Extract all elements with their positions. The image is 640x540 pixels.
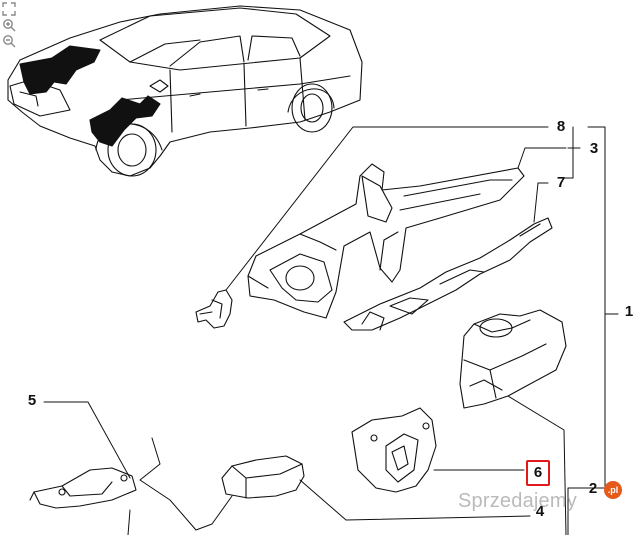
callout-3: 3	[589, 140, 599, 157]
callout-4: 4	[535, 503, 545, 520]
zoom-in-icon[interactable]	[2, 18, 16, 32]
part-4-panel	[221, 455, 305, 499]
part-8-bracket	[195, 289, 233, 329]
callout-7: 7	[556, 174, 566, 191]
part-5-bracket	[29, 467, 137, 509]
callout-2: 2	[588, 480, 598, 497]
watermark-text: Sprzedajemy	[458, 490, 577, 512]
car-illustration	[7, 5, 363, 177]
part-7-rail-member	[343, 217, 553, 331]
part-2-tower	[459, 309, 567, 409]
callout-1: 1	[624, 303, 634, 320]
callout-6-highlighted: 6	[526, 460, 550, 486]
callout-8: 8	[556, 118, 566, 135]
highlighted-car-parts	[19, 45, 161, 147]
zoom-out-icon[interactable]	[2, 34, 16, 48]
watermark-badge: .pl	[604, 481, 622, 499]
part-3-rail	[247, 163, 525, 319]
part-6-plate	[351, 407, 437, 493]
callout-5: 5	[27, 392, 37, 409]
expand-icon[interactable]	[2, 2, 16, 16]
view-toolbar	[2, 2, 18, 50]
leader-lines	[43, 126, 619, 536]
